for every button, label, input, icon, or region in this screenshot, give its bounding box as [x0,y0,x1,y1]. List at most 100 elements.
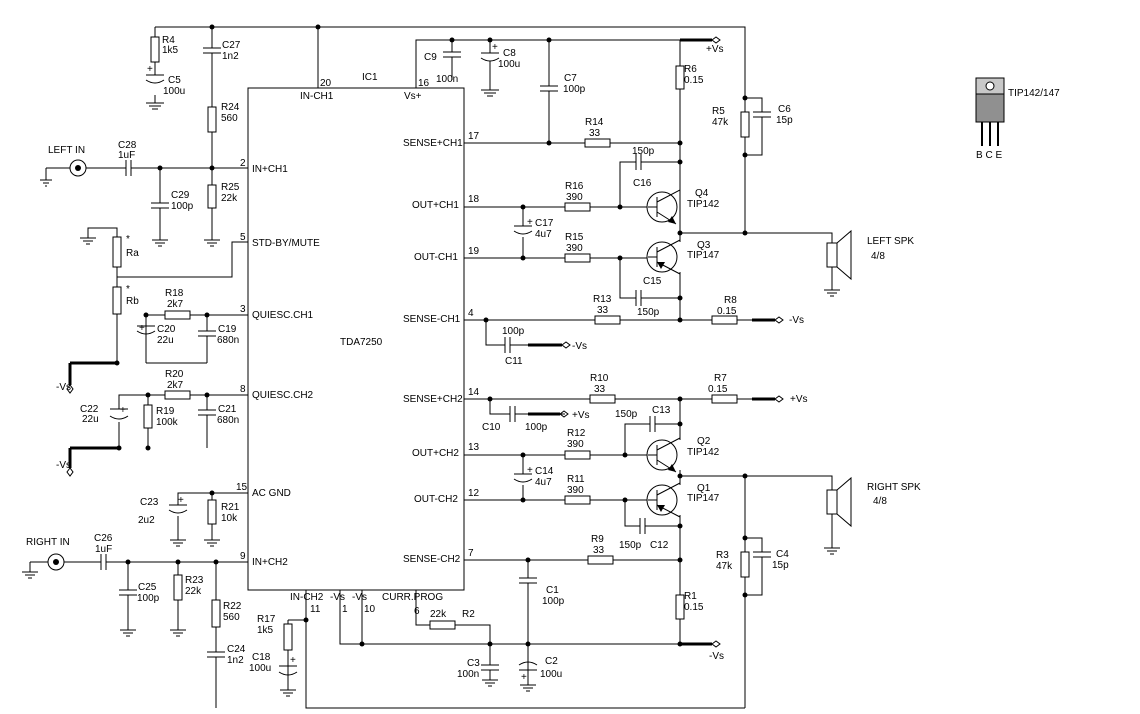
capacitor-c15: C15 150p [635,276,662,318]
package-pins: B C E [976,150,1002,161]
svg-text:680n: 680n [217,335,239,346]
pin-17-num: 17 [468,131,480,142]
svg-text:C28: C28 [118,140,137,151]
resistor-r23: R23 22k [173,574,204,601]
capacitor-c6: C6 15p [753,104,793,126]
svg-text:22u: 22u [157,335,174,346]
ic-tda7250: IC1 TDA7250 20 IN-CH1 16 Vs+ 2 IN+CH1 5 … [236,72,480,617]
svg-text:C16: C16 [633,178,652,189]
capacitor-c19: C19 680n [198,324,239,346]
resistor-rb: * Rb [112,284,139,315]
resistor-r6: R6 0.15 [675,64,704,90]
svg-text:10k: 10k [221,513,238,524]
left-speaker: LEFT SPK 4/8 [826,229,914,281]
resistor-r5: R5 47k [712,106,750,138]
svg-text:C5: C5 [168,75,181,86]
svg-text:100u: 100u [249,663,271,674]
svg-text:C19: C19 [218,324,237,335]
package-name: TIP142/147 [1008,88,1060,99]
svg-text:100u: 100u [498,59,520,70]
capacitor-c13: 150p C13 [615,405,671,432]
svg-text:TIP147: TIP147 [687,250,720,261]
svg-text:+: + [521,672,527,683]
connectors: LEFT IN RIGHT IN LEFT SPK 4/8 RIGHT SPK … [26,145,921,571]
resistor-r20: R20 2k7 [164,369,191,400]
svg-text:*: * [126,284,130,295]
heavy-supply-wires [68,38,775,646]
left-spk-ohm: 4/8 [871,251,885,262]
svg-text:100n: 100n [457,669,479,680]
svg-text:150p: 150p [632,146,655,157]
svg-text:100u: 100u [163,86,185,97]
svg-text:R5: R5 [712,106,725,117]
svg-text:680n: 680n [217,415,239,426]
svg-text:+: + [147,64,153,75]
svg-text:C20: C20 [157,324,176,335]
right-spk-ohm: 4/8 [873,496,887,507]
svg-text:C11: C11 [505,356,523,367]
resistor-r12: R12 390 [564,428,591,460]
capacitor-c11: 100p C11 [502,326,525,367]
svg-text:22u: 22u [82,414,99,425]
left-spk-label: LEFT SPK [867,236,914,247]
svg-text:Q2: Q2 [697,436,711,447]
svg-text:R9: R9 [591,534,604,545]
svg-text:+: + [527,465,533,476]
svg-text:R24: R24 [221,102,240,113]
svg-text:+: + [527,217,533,228]
svg-text:100p: 100p [502,326,525,337]
svg-text:33: 33 [594,384,606,395]
resistor-r25: R25 22k [207,182,240,209]
resistor-r11: R11 390 [564,474,591,505]
pin-14-num: 14 [468,387,480,398]
pin-8-num: 8 [240,384,246,395]
pin-11-name: IN-CH2 [290,592,324,603]
svg-text:100k: 100k [156,417,179,428]
svg-text:C24: C24 [227,644,246,655]
resistor-r19: R19 100k [143,404,179,429]
svg-text:C2: C2 [545,656,558,667]
capacitor-c1: C1 100p [519,577,565,607]
svg-text:390: 390 [566,243,583,254]
svg-text:R2: R2 [462,609,475,620]
svg-text:C29: C29 [171,190,190,201]
capacitor-c20: + C20 22u [136,323,176,346]
svg-text:150p: 150p [615,409,638,420]
svg-text:2k7: 2k7 [167,299,184,310]
svg-text:C23: C23 [140,497,159,508]
pin-5-num: 5 [240,232,246,243]
pin-6-num: 6 [414,606,420,617]
svg-text:560: 560 [223,612,240,623]
pin-10-name: -Vs [352,592,367,603]
svg-text:+: + [492,42,498,53]
left-in-label: LEFT IN [48,145,85,156]
pin-12-num: 12 [468,488,480,499]
svg-text:R6: R6 [684,64,697,75]
transistors: Q4 TIP142 Q3 TIP147 Q2 TIP142 Q1 TIP147 [646,186,720,518]
junction-dots [114,24,748,647]
svg-text:+: + [178,495,184,506]
svg-text:1k5: 1k5 [257,625,274,636]
svg-text:C4: C4 [776,549,789,560]
svg-text:33: 33 [589,128,601,139]
capacitor-c8: + C8 100u [480,42,520,70]
capacitor-c14: + C14 4u7 [513,465,554,488]
svg-text:R8: R8 [724,295,737,306]
svg-text:150p: 150p [637,307,660,318]
capacitor-c21: C21 680n [198,404,239,426]
svg-text:+: + [139,323,145,334]
pin-14-name: SENSE+CH2 [403,394,463,405]
pin-20-num: 20 [320,78,332,89]
capacitor-c23: + C23 2u2 [138,495,188,526]
resistors: R4 1k5 R24 560 R25 22k * Ra * Rb R19 100… [112,35,750,651]
svg-text:R1: R1 [684,591,697,602]
capacitor-c12: 150p C12 [619,518,669,551]
pin-9-num: 9 [240,551,246,562]
pin-16-num: 16 [418,78,430,89]
pin-7-name: SENSE-CH2 [403,554,461,565]
capacitor-c29: C29 100p [151,190,194,213]
svg-text:*: * [126,234,130,245]
svg-text:100n: 100n [436,74,458,85]
svg-text:100p: 100p [525,422,548,433]
